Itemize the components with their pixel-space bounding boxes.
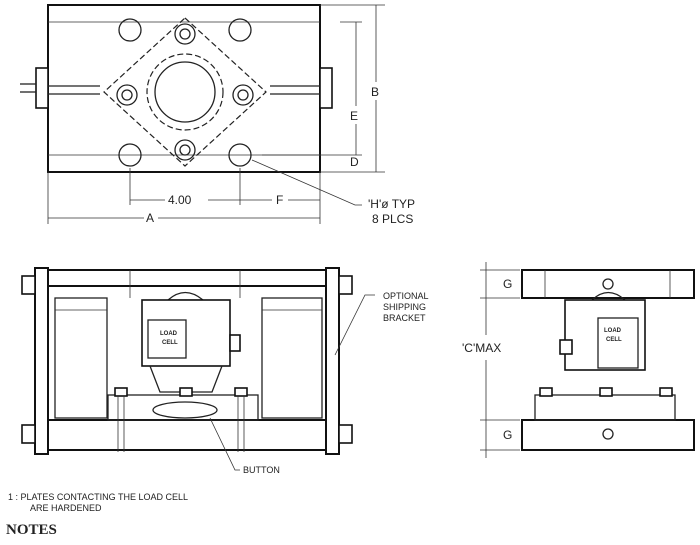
dim-4-label: 4.00 [168,193,192,207]
load-cell-label: CELL [162,340,178,346]
hole-leader [251,159,362,206]
note-1-line1: 1 : PLATES CONTACTING THE LOAD CELL [8,492,188,502]
bracket-label-line2: SHIPPING [383,302,426,312]
side-load-cell-label: CELL [606,337,622,343]
dim-b-label: B [371,85,379,99]
front-view: LOAD CELL BUTTON OPTIONAL SHIPPING BRACK… [21,267,429,475]
bracket-label-line1: OPTIONAL [383,291,429,301]
button [152,401,218,419]
top-view: B E D 4.00 F A 'H'ø TYP 8 PLCS [20,4,415,226]
dim-e-label: E [350,109,358,123]
center-bore [146,53,224,131]
dim-g-bottom-label: G [503,428,512,442]
mounting-holes [118,18,252,167]
load-cell-label: LOAD [160,331,178,337]
top-plate-outline [47,4,321,173]
right-bolt [270,67,333,109]
notes: 1 : PLATES CONTACTING THE LOAD CELL ARE … [6,492,188,538]
dim-d-label: D [350,155,359,169]
side-top-plate [521,269,695,299]
button-leader [209,417,240,471]
dim-a-label: A [146,211,154,225]
right-shipping-bracket [325,267,340,455]
left-bolt [20,67,100,109]
side-bottom-plate [521,419,695,451]
dim-c-max-label: 'C'MAX [462,341,501,355]
front-top-plate [47,269,327,287]
front-bottom-plate [47,419,327,451]
hole-note-line1: 'H'ø TYP [368,197,415,211]
bracket-label-line3: BRACKET [383,313,426,323]
side-load-cell-body [564,299,646,371]
cable-connector [229,334,241,352]
base-block [107,394,259,421]
side-view: LOAD CELL G G 'C'MAX [462,262,695,458]
note-1-line2: ARE HARDENED [30,503,102,513]
bracket-leader [334,294,375,356]
button-label: BUTTON [243,465,280,475]
notes-title: NOTES [6,522,57,538]
cell-dome [166,291,205,301]
hole-note-line2: 8 PLCS [372,212,413,226]
dim-f-label: F [276,193,283,207]
diamond-base-outline [103,17,267,167]
dim-g-top-label: G [503,277,512,291]
side-load-cell-label: LOAD [604,328,622,334]
diamond-bolt-holes [116,23,254,161]
left-shipping-bracket [34,267,49,455]
